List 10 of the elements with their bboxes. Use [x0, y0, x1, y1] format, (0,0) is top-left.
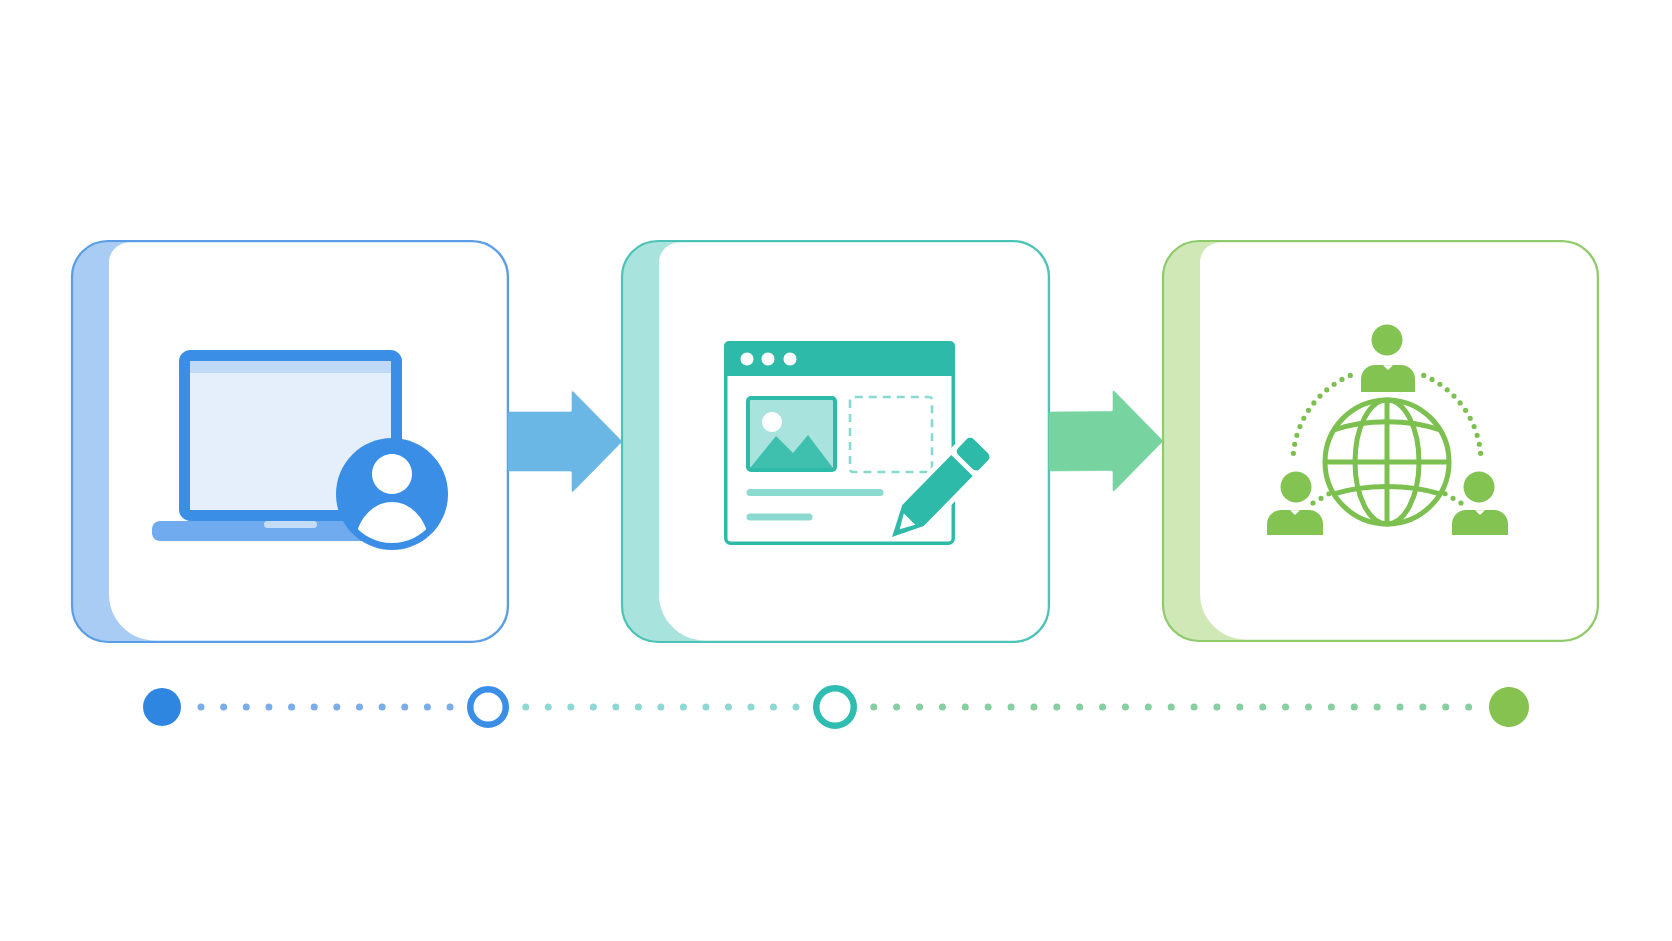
ring	[467, 686, 509, 728]
block-arrow	[1048, 390, 1163, 492]
dotted-line	[870, 703, 1473, 711]
ring	[813, 685, 857, 729]
filled-circle	[1489, 687, 1529, 727]
dotted-line	[197, 703, 454, 711]
step-card	[1161, 239, 1600, 643]
dotted-line	[522, 703, 800, 711]
block-arrow	[507, 391, 622, 492]
filled-circle	[143, 688, 181, 726]
